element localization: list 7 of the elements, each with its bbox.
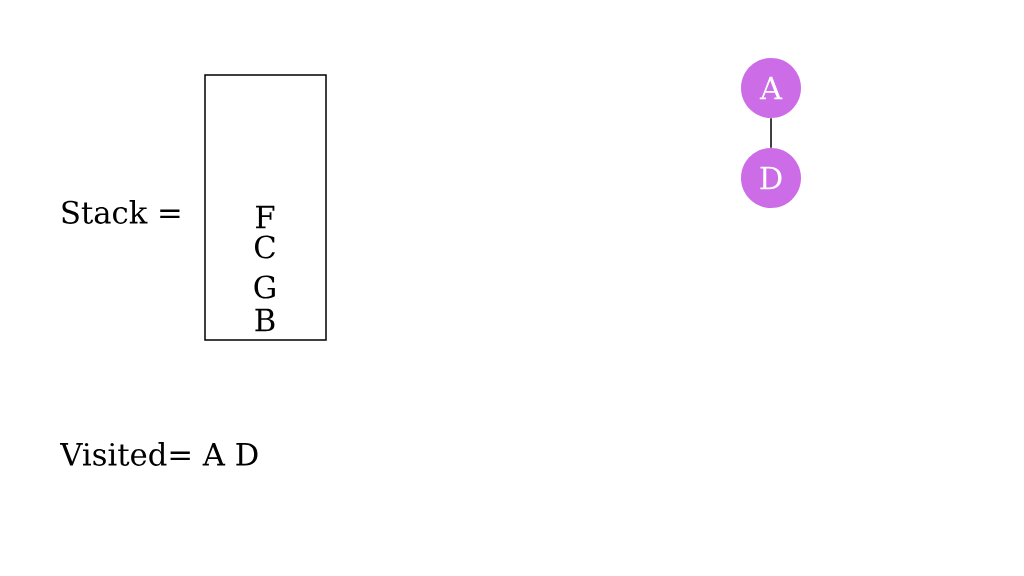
- stack-item: G: [254, 275, 275, 299]
- stack-item: C: [255, 235, 275, 259]
- stack-item: F: [256, 205, 275, 229]
- visited-label: Visited= A D: [60, 442, 258, 466]
- stack-item: B: [255, 308, 275, 332]
- edge-line: [770, 117, 772, 149]
- stack-label: Stack =: [62, 200, 180, 224]
